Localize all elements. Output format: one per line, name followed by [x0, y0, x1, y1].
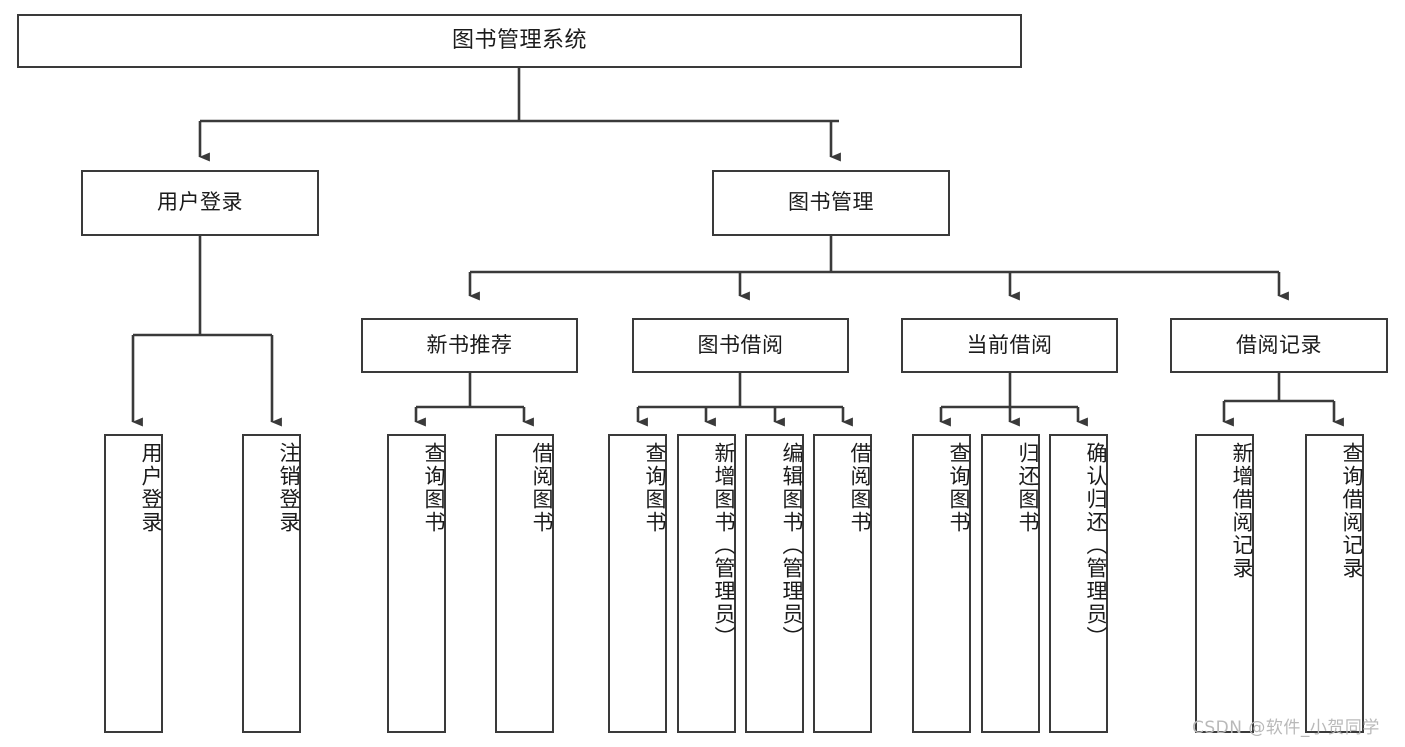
node-book-management-label: 图书管理 [788, 190, 874, 215]
node-book-management[interactable]: 图书管理 [712, 170, 950, 236]
node-leaf-add-book[interactable]: 新增图书（管理员） [677, 434, 736, 733]
node-leaf-confirm-return-label: 确认归还（管理员） [1084, 442, 1108, 649]
node-leaf-return-book-label: 归还图书 [1016, 442, 1040, 534]
node-borrow-record[interactable]: 借阅记录 [1170, 318, 1388, 373]
node-leaf-add-borrow-record[interactable]: 新增借阅记录 [1195, 434, 1254, 733]
node-leaf-query-book-2[interactable]: 查询图书 [608, 434, 667, 733]
node-leaf-query-borrow-record[interactable]: 查询借阅记录 [1305, 434, 1364, 733]
node-book-borrow[interactable]: 图书借阅 [632, 318, 849, 373]
node-leaf-query-borrow-record-label: 查询借阅记录 [1340, 442, 1364, 580]
node-root[interactable]: 图书管理系统 [17, 14, 1022, 68]
node-borrow-record-label: 借阅记录 [1236, 332, 1322, 357]
node-leaf-query-book-1[interactable]: 查询图书 [387, 434, 446, 733]
node-user-login[interactable]: 用户登录 [81, 170, 319, 236]
node-root-label: 图书管理系统 [451, 27, 587, 53]
node-leaf-logout-login[interactable]: 注销登录 [242, 434, 301, 733]
node-leaf-confirm-return[interactable]: 确认归还（管理员） [1049, 434, 1108, 733]
node-leaf-return-book[interactable]: 归还图书 [981, 434, 1040, 733]
node-leaf-query-book-2-label: 查询图书 [643, 442, 667, 534]
node-leaf-edit-book-label: 编辑图书（管理员） [780, 442, 804, 649]
node-leaf-borrow-book-2-label: 借阅图书 [848, 442, 872, 534]
node-new-book-recommend-label: 新书推荐 [426, 332, 513, 357]
node-leaf-logout-login-label: 注销登录 [277, 442, 301, 534]
node-current-borrow[interactable]: 当前借阅 [901, 318, 1118, 373]
node-leaf-edit-book[interactable]: 编辑图书（管理员） [745, 434, 804, 733]
node-current-borrow-label: 当前借阅 [966, 332, 1053, 357]
node-new-book-recommend[interactable]: 新书推荐 [361, 318, 578, 373]
node-leaf-query-book-1-label: 查询图书 [422, 442, 446, 534]
node-leaf-borrow-book-1-label: 借阅图书 [530, 442, 554, 534]
watermark-text: CSDN @软件_小贺同学 [1192, 718, 1380, 738]
node-leaf-borrow-book-2[interactable]: 借阅图书 [813, 434, 872, 733]
node-leaf-user-login-label: 用户登录 [139, 442, 163, 534]
node-user-login-label: 用户登录 [157, 190, 243, 215]
node-leaf-borrow-book-1[interactable]: 借阅图书 [495, 434, 554, 733]
node-leaf-query-book-3-label: 查询图书 [947, 442, 971, 534]
node-leaf-user-login[interactable]: 用户登录 [104, 434, 163, 733]
node-leaf-add-book-label: 新增图书（管理员） [712, 442, 736, 649]
node-book-borrow-label: 图书借阅 [697, 332, 784, 357]
node-leaf-query-book-3[interactable]: 查询图书 [912, 434, 971, 733]
node-leaf-add-borrow-record-label: 新增借阅记录 [1230, 442, 1254, 580]
